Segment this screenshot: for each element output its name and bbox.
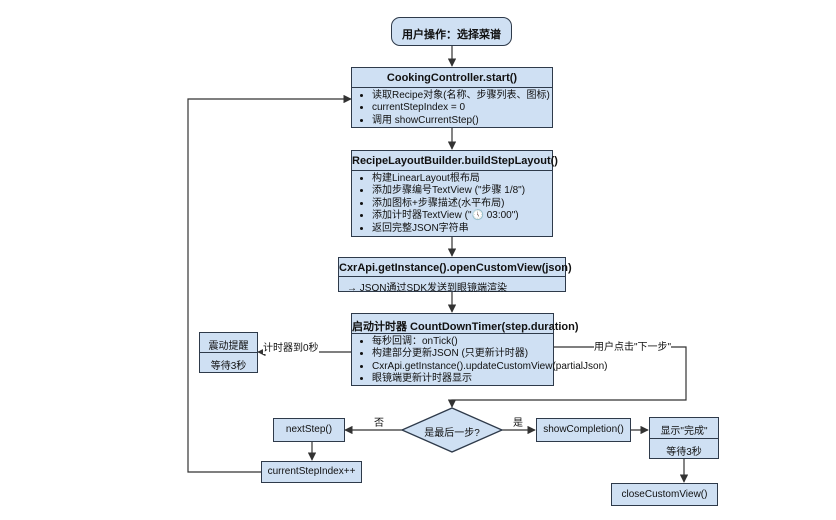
- next-step-node: nextStep(): [273, 418, 345, 442]
- list-item: currentStepIndex = 0: [372, 102, 550, 114]
- list-item: 每秒回调：onTick(): [372, 336, 607, 348]
- cxr-divider: [339, 276, 565, 277]
- timer-title: 启动计时器 CountDownTimer(step.duration): [352, 321, 579, 333]
- list-item: CxrApi.getInstance().updateCustomView(pa…: [372, 361, 607, 373]
- list-item: 添加图标+步骤描述(水平布局): [372, 198, 525, 210]
- increment-node: currentStepIndex++: [261, 461, 362, 483]
- list-item: 构建LinearLayout根布局: [372, 173, 525, 185]
- show-completion-node: showCompletion(): [536, 418, 631, 442]
- start-label: 用户操作：选择菜谱: [402, 29, 501, 41]
- timer-items: 每秒回调：onTick() 构建部分更新JSON (只更新计时器) CxrApi…: [356, 336, 607, 386]
- vibrate-line2: 等待3秒: [210, 361, 247, 372]
- completed-node: 显示"完成" 等待3秒: [649, 417, 719, 459]
- builder-node: RecipeLayoutBuilder.buildStepLayout() 构建…: [351, 150, 558, 237]
- cxr-node: CxrApi.getInstance().openCustomView(json…: [338, 257, 572, 294]
- list-item: 读取Recipe对象(名称、步骤列表、图标): [372, 90, 550, 102]
- cxr-title: CxrApi.getInstance().openCustomView(json…: [339, 262, 572, 274]
- builder-title: RecipeLayoutBuilder.buildStepLayout(): [352, 155, 558, 167]
- decision-diamond: [400, 407, 504, 453]
- controller-node: CookingController.start() 读取Recipe对象(名称、…: [351, 67, 553, 128]
- show-completion-label: showCompletion(): [543, 424, 624, 435]
- controller-items: 读取Recipe对象(名称、步骤列表、图标) currentStepIndex …: [356, 90, 550, 127]
- vibrate-line1: 震动提醒: [208, 341, 249, 352]
- vibrate-node: 震动提醒 等待3秒: [199, 332, 258, 373]
- cxr-line: → JSON通过SDK发送到眼镜端渲染: [347, 283, 508, 294]
- completed-line1: 显示"完成": [660, 426, 708, 437]
- increment-label: currentStepIndex++: [267, 466, 356, 477]
- decision-label: 是最后一步?: [424, 428, 480, 439]
- controller-divider: [352, 87, 552, 88]
- close-view-label: closeCustomView(): [621, 489, 708, 500]
- list-item: 添加步骤编号TextView ("步骤 1/8"): [372, 185, 525, 197]
- arrow-loop-back: [187, 94, 352, 473]
- completed-line2: 等待3秒: [666, 447, 702, 458]
- label-timer-zero: 计时器到0秒: [263, 339, 319, 354]
- list-item: 眼镜端更新计时器显示: [372, 373, 607, 385]
- label-yes: 是: [513, 418, 523, 429]
- vibrate-divider: [200, 352, 257, 353]
- start-node: 用户操作：选择菜谱: [391, 17, 512, 46]
- builder-items: 构建LinearLayout根布局 添加步骤编号TextView ("步骤 1/…: [356, 173, 525, 235]
- timer-node: 启动计时器 CountDownTimer(step.duration) 每秒回调…: [351, 313, 607, 386]
- builder-divider: [352, 170, 552, 171]
- list-item: 添加计时器TextView ("🕔 03:00"): [372, 210, 525, 222]
- timer-divider: [352, 333, 553, 334]
- completed-divider: [650, 438, 718, 439]
- list-item: 调用 showCurrentStep(): [372, 115, 550, 127]
- controller-title: CookingController.start(): [386, 72, 518, 84]
- close-view-node: closeCustomView(): [611, 483, 718, 506]
- label-user-next: 用户点击"下一步": [594, 338, 672, 353]
- list-item: 返回完整JSON字符串: [372, 223, 525, 235]
- next-step-label: nextStep(): [285, 424, 333, 435]
- label-no: 否: [374, 418, 384, 429]
- list-item: 构建部分更新JSON (只更新计时器): [372, 348, 607, 360]
